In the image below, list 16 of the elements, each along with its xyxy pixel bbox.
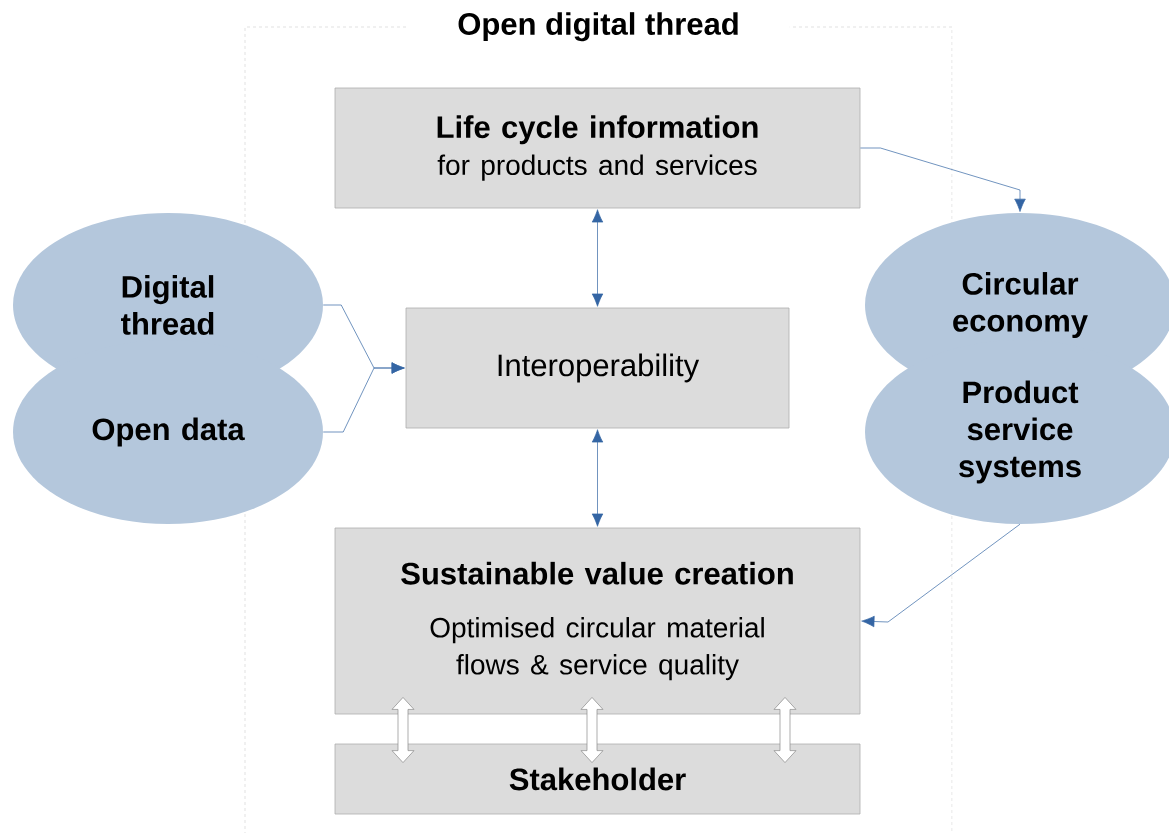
node-label: Open data — [92, 417, 245, 447]
arrow — [861, 523, 1021, 628]
node-label: Digital thread — [121, 275, 214, 335]
node-label: Product service systems — [959, 380, 1081, 484]
process-box: Interoperability — [405, 307, 790, 429]
double-arrow — [773, 697, 797, 763]
double-arrow — [391, 697, 415, 763]
process-box: Life cycle information for products and services — [334, 87, 861, 209]
node-label: Circular economy — [953, 272, 1088, 338]
arrow — [591, 429, 604, 527]
double-arrow — [580, 697, 604, 763]
arrow — [860, 147, 1026, 212]
process-box: Stakeholder — [334, 743, 861, 815]
arrow — [591, 209, 604, 307]
process-box: Sustainable value creation Optimised circular material flows & service quality — [334, 527, 861, 715]
arrow — [322, 362, 405, 433]
